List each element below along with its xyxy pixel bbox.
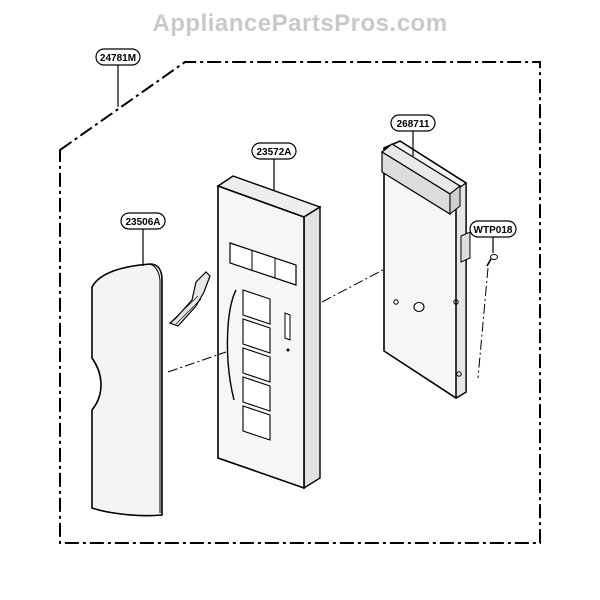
callout-board-label: 268711 xyxy=(397,119,430,130)
control-panel-part[interactable] xyxy=(216,175,322,490)
callout-board[interactable]: 268711 xyxy=(390,114,436,156)
alignment-line-panel-board xyxy=(321,261,399,303)
callout-panel[interactable]: 23572A xyxy=(251,142,297,190)
keypad-button-3[interactable] xyxy=(242,347,271,383)
watermark-text: AppliancePartsPros.com xyxy=(152,10,448,37)
control-board-part[interactable] xyxy=(380,140,471,400)
keypad-button-5[interactable] xyxy=(242,405,271,441)
callout-door-label: 23506A xyxy=(125,217,160,228)
callout-screw-label: WTP018 xyxy=(474,225,513,236)
assembly-boundary xyxy=(59,61,541,544)
ribbon-cable xyxy=(168,271,211,327)
callout-assembly[interactable]: 24781M xyxy=(95,48,141,107)
keypad-button-2[interactable] xyxy=(242,318,271,354)
screw-part[interactable] xyxy=(486,254,498,267)
callout-door[interactable]: 23506A xyxy=(120,212,166,266)
door-cover-part[interactable] xyxy=(91,263,163,517)
keypad-button-1[interactable] xyxy=(242,289,271,325)
callout-assembly-label: 24781M xyxy=(100,53,136,64)
keypad-button-4[interactable] xyxy=(242,376,271,412)
callout-screw[interactable]: WTP018 xyxy=(469,220,517,253)
callout-panel-label: 23572A xyxy=(256,147,291,158)
alignment-line-screw xyxy=(477,267,489,379)
